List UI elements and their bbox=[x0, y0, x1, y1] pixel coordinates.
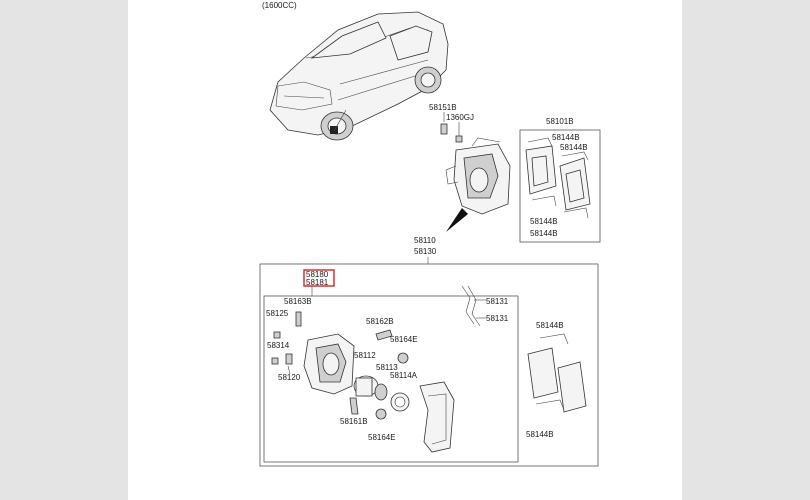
lower-labels: 58163B 58125 58314 58120 58162B 58164E 5… bbox=[266, 297, 564, 442]
diagram-sheet: (1600CC) 58151B 1360GJ 58101B bbox=[128, 0, 682, 500]
caliper-assembly-labels: 58110 58130 bbox=[414, 236, 437, 264]
label-58164E-bottom: 58164E bbox=[368, 433, 396, 442]
label-pad-clip-1: 58144B bbox=[552, 133, 580, 142]
label-1360GJ: 1360GJ bbox=[446, 113, 474, 122]
upper-bolt-labels: 58151B 1360GJ bbox=[429, 103, 474, 143]
highlight-box bbox=[303, 269, 335, 287]
brake-caliper-diagram: (1600CC) 58151B 1360GJ 58101B bbox=[259, 1, 601, 467]
label-58314: 58314 bbox=[267, 341, 290, 350]
pad-kit-box: 58101B 58144B 58144B 58144B 58144B bbox=[519, 117, 601, 243]
label-58131-top: 58131 bbox=[486, 297, 509, 306]
label-58151B: 58151B bbox=[429, 103, 457, 112]
label-58163B: 58163B bbox=[284, 297, 312, 306]
upper-caliper bbox=[445, 137, 511, 232]
label-58112: 58112 bbox=[354, 351, 376, 360]
engine-label: (1600CC) bbox=[262, 1, 297, 10]
label-58144B-top: 58144B bbox=[536, 321, 564, 330]
label-pad-clip-2: 58144B bbox=[560, 143, 588, 152]
label-pad-clip-4: 58144B bbox=[530, 229, 558, 238]
label-58101B: 58101B bbox=[546, 117, 574, 126]
label-58130: 58130 bbox=[414, 247, 437, 256]
label-58110: 58110 bbox=[414, 236, 436, 245]
label-58114A: 58114A bbox=[390, 371, 418, 380]
label-58113: 58113 bbox=[376, 363, 398, 372]
label-58131-bottom: 58131 bbox=[486, 314, 509, 323]
label-58125: 58125 bbox=[266, 309, 289, 318]
lower-parts bbox=[271, 285, 587, 453]
label-58161B: 58161B bbox=[340, 417, 368, 426]
car-illustration bbox=[269, 11, 449, 141]
label-pad-clip-3: 58144B bbox=[530, 217, 558, 226]
label-58164E-top: 58164E bbox=[390, 335, 418, 344]
highlighted-part-numbers[interactable]: 58180 58181 bbox=[303, 269, 335, 287]
lower-frame bbox=[259, 263, 599, 467]
label-58162B: 58162B bbox=[366, 317, 394, 326]
label-58181: 58181 bbox=[306, 278, 329, 287]
label-58180: 58180 bbox=[306, 270, 329, 279]
label-58144B-bottom: 58144B bbox=[526, 430, 554, 439]
label-58120: 58120 bbox=[278, 373, 301, 382]
